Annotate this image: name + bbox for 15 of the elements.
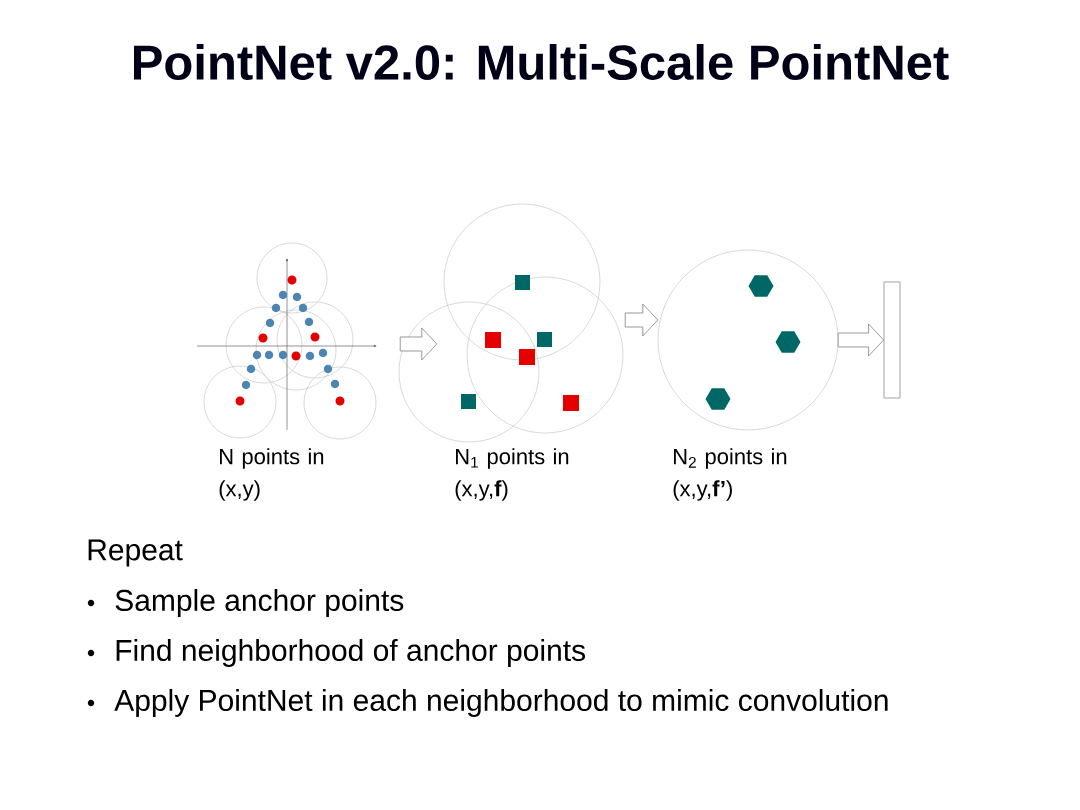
point-set-label: N$_{2}$ points in (x,y,f’)	[673, 448, 787, 501]
bullet-text: Find neighborhood of anchor points	[116, 639, 585, 667]
block-arrow	[624, 303, 659, 337]
bullet-text: Apply PointNet in each neighborhood to mimic convolution	[114, 689, 888, 717]
block-arrow	[837, 323, 884, 357]
point-set-label: N$_{1}$ points in (x,y,f)	[455, 448, 569, 501]
block-arrow	[399, 327, 438, 361]
point-set-label: N points in (x,y)	[219, 448, 324, 501]
title: PointNet v2.0: Multi-Scale PointNet	[134, 44, 949, 80]
feature-bar	[883, 281, 901, 399]
point-set-drawing	[657, 249, 839, 431]
bullet-text: Sample anchor points	[115, 589, 404, 617]
heading-text: Repeat	[88, 539, 183, 567]
point-set-drawing	[398, 203, 624, 443]
point-set-drawing	[196, 242, 377, 440]
